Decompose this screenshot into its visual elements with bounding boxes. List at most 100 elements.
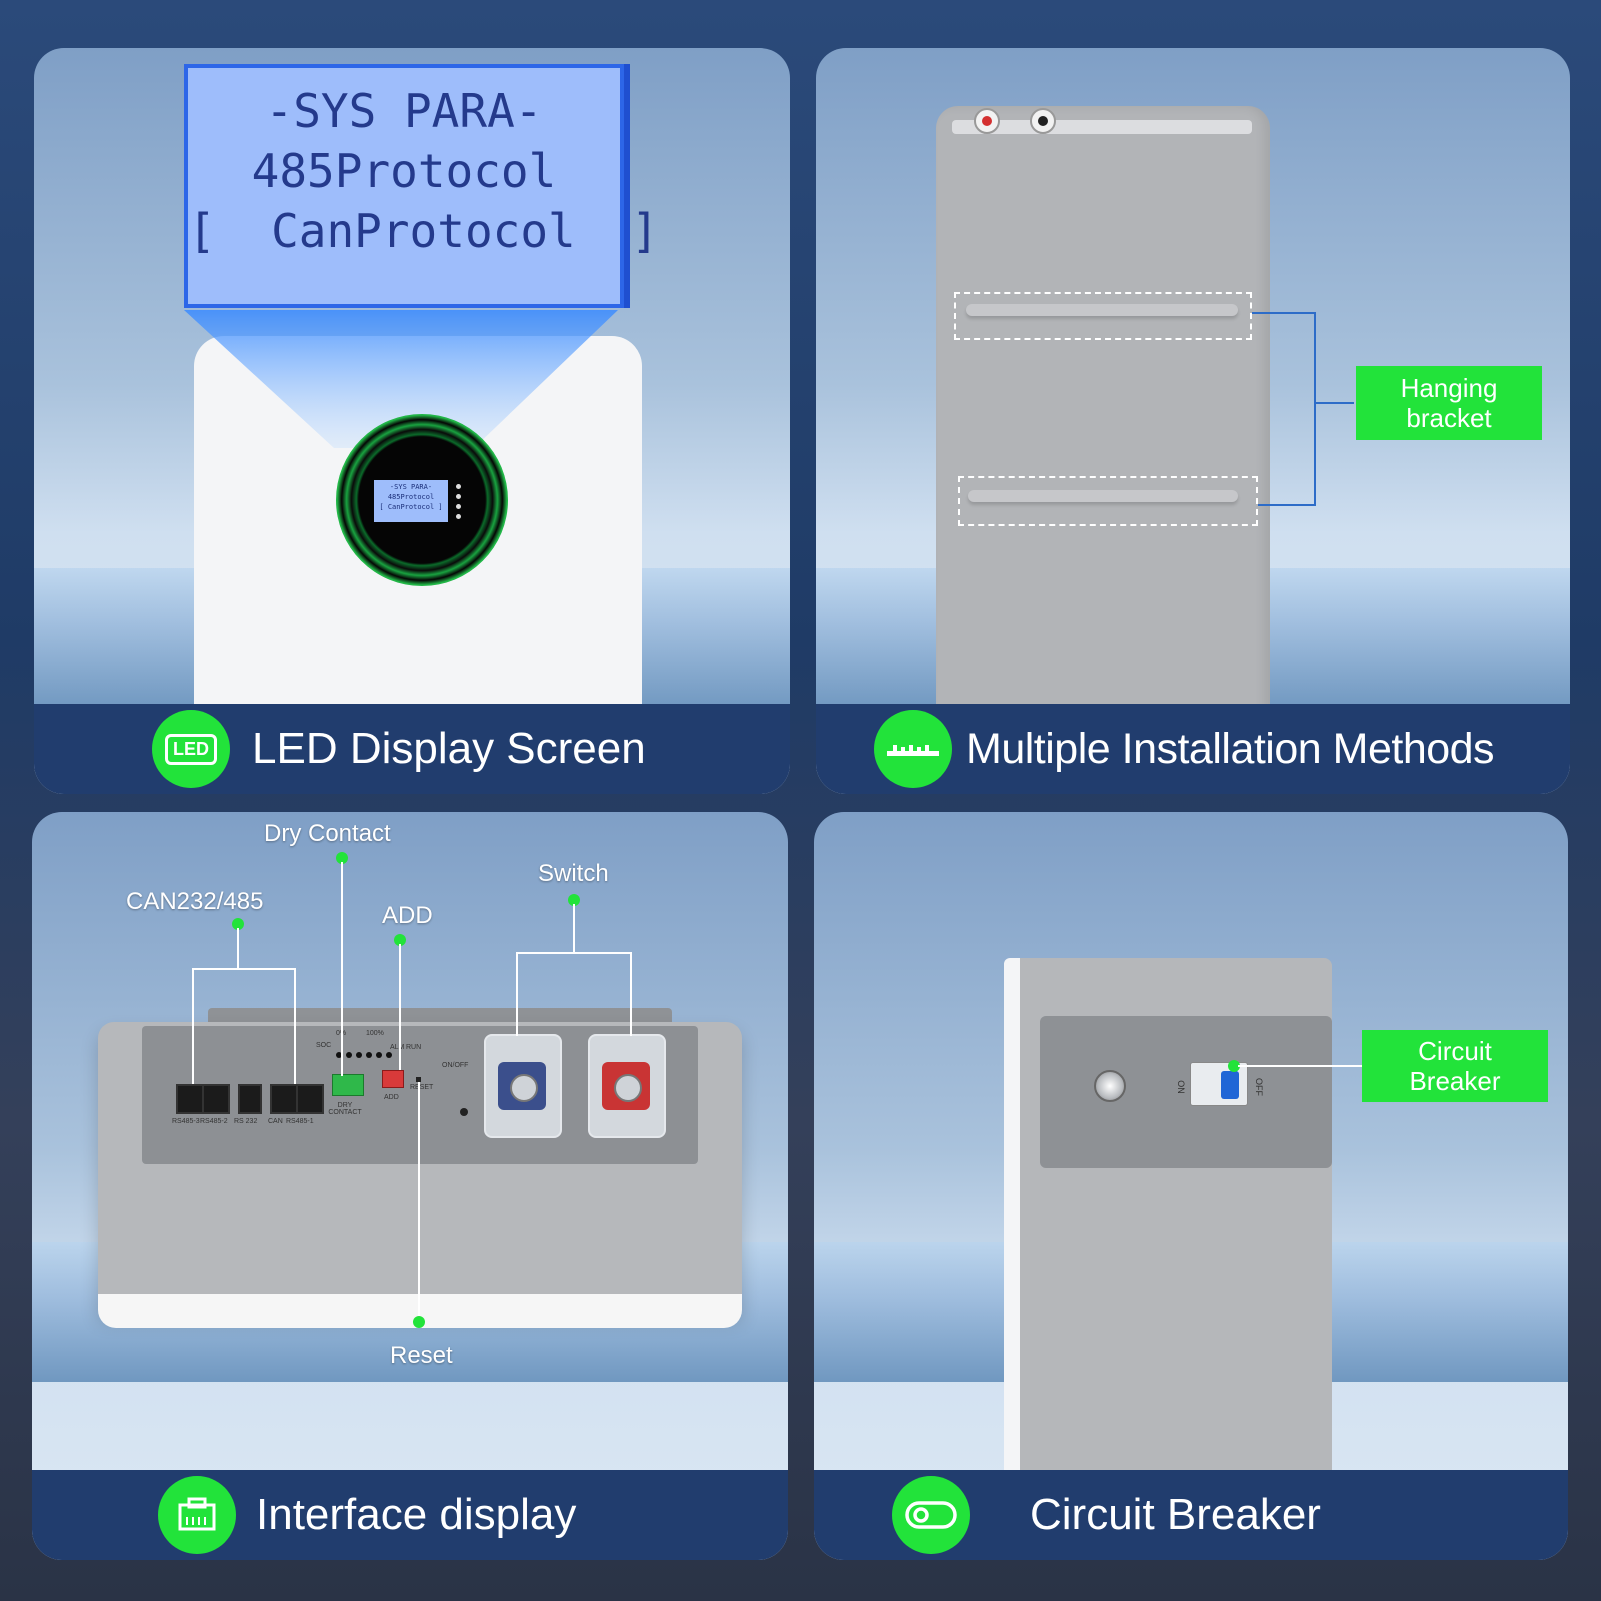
hanging-bracket-top: [966, 304, 1238, 316]
mini-lcd: -SYS PARA- 485Protocol [ CanProtocol ]: [374, 480, 448, 522]
lcd-line-1: -SYS PARA-: [265, 84, 543, 138]
soc-led-row: [336, 1052, 396, 1058]
terminal-positive: [974, 108, 1000, 134]
dot-dry-contact: [336, 852, 348, 864]
panel-circuit-breaker: ON OFF Circuit Breaker Circuit Breaker: [814, 812, 1568, 1560]
line-switch-stem: [573, 904, 575, 954]
power-button-metal: [1094, 1070, 1126, 1102]
footer-breaker: Circuit Breaker: [814, 1470, 1568, 1560]
cabinet-top-rim: [952, 120, 1252, 134]
bracket-connector-top: [1252, 312, 1316, 314]
footer-label-install: Multiple Installation Methods: [966, 724, 1495, 773]
callout-breaker-line2: Breaker: [1409, 1066, 1501, 1096]
bracket-icon: [887, 745, 939, 756]
soc-full-label: 100%: [366, 1030, 384, 1037]
alm-label: ALM: [390, 1044, 405, 1051]
callout-reset: Reset: [390, 1342, 453, 1369]
add-dip-switch: [382, 1070, 404, 1088]
port-can: [270, 1084, 298, 1114]
line-switch-right: [630, 952, 632, 1036]
line-dry-contact: [341, 862, 343, 1076]
port-rs485-2: [202, 1084, 230, 1114]
projection-beam: [184, 310, 618, 448]
line-breaker: [1238, 1065, 1362, 1067]
callout-circuit-breaker: Circuit Breaker: [1362, 1030, 1548, 1102]
bracket-connector-mid: [1314, 402, 1354, 404]
interface-badge: [158, 1476, 236, 1554]
port-rs485-3: [176, 1084, 204, 1114]
footer-label-interface: Interface display: [256, 1490, 577, 1539]
power-button: [460, 1108, 468, 1116]
bracket-connector-vertical: [1314, 312, 1316, 506]
port-rs232: [238, 1084, 262, 1114]
panel-installation: Hanging bracket Multiple Installation Me…: [816, 48, 1570, 794]
callout-switch: Switch: [538, 860, 609, 887]
breaker-on-label: ON: [1175, 1080, 1186, 1094]
panel-led-display: -SYS PARA- 485Protocol [ CanProtocol ] -…: [34, 48, 790, 794]
port-label-rs485-1: RS485-1: [286, 1118, 314, 1125]
port-rs485-1: [296, 1084, 324, 1114]
footer-interface: Interface display: [32, 1470, 788, 1560]
footer-install: Multiple Installation Methods: [816, 704, 1570, 794]
callout-hanging-bracket: Hanging bracket: [1356, 366, 1542, 440]
battery-top-rim: [208, 1008, 672, 1024]
dot-can: [232, 918, 244, 930]
hanging-bracket-bottom-outline: [958, 476, 1258, 526]
dry-contact-terminal: [332, 1074, 364, 1096]
line-can-right: [294, 968, 296, 1084]
footer-label-led: LED Display Screen: [252, 724, 646, 773]
breaker-switch: [1190, 1062, 1248, 1106]
dot-switch: [568, 894, 580, 906]
hanging-bracket-bottom: [968, 490, 1238, 502]
line-can-stem: [237, 928, 239, 970]
line-switch-left: [516, 952, 518, 1036]
ring-display: -SYS PARA- 485Protocol [ CanProtocol ]: [336, 414, 508, 586]
soc-label: SOC: [316, 1042, 332, 1049]
reset-label: RESET: [410, 1084, 434, 1091]
onoff-label: ON/OFF: [442, 1062, 469, 1069]
callout-breaker-line1: Circuit: [1418, 1036, 1492, 1066]
battery-cabinet-side: [936, 106, 1270, 722]
cabinet-white-edge: [1004, 958, 1022, 1478]
run-label: RUN: [406, 1044, 422, 1051]
led-badge: LED: [152, 710, 230, 788]
footer-label-breaker: Circuit Breaker: [1030, 1490, 1321, 1539]
port-label-rs485-3: RS485-3: [172, 1118, 200, 1125]
lcd-screen-large: -SYS PARA- 485Protocol [ CanProtocol ]: [184, 64, 659, 308]
line-switch-bar: [516, 952, 632, 954]
port-label-rs485-2: RS485-2: [200, 1118, 228, 1125]
ethernet-port-icon: [178, 1497, 216, 1531]
mini-lcd-line-2: 485Protocol: [387, 493, 435, 501]
port-label-can: CAN: [268, 1118, 283, 1125]
hanging-bracket-top-outline: [954, 292, 1252, 340]
callout-dry-contact: Dry Contact: [264, 820, 391, 847]
breaker-badge: [892, 1476, 970, 1554]
line-can-bar: [192, 968, 296, 970]
terminal-cover-positive: [588, 1034, 666, 1138]
ring-buttons: [456, 484, 472, 524]
install-badge: [874, 710, 952, 788]
line-reset: [418, 1082, 420, 1320]
callout-can: CAN232/485: [126, 888, 264, 915]
lcd-line-2: 485Protocol: [251, 144, 557, 198]
toggle-switch-icon: [905, 1501, 957, 1529]
add-label: ADD: [384, 1094, 399, 1101]
dot-add: [394, 934, 406, 946]
terminal-cover-negative: [484, 1034, 562, 1138]
dot-breaker: [1228, 1060, 1240, 1072]
lcd-line-3: [ CanProtocol ]: [188, 204, 659, 258]
mini-lcd-line-1: -SYS PARA-: [389, 483, 433, 491]
line-can-left: [192, 968, 194, 1084]
mini-lcd-line-3: [ CanProtocol ]: [379, 503, 443, 511]
breaker-recess: [1040, 1016, 1332, 1168]
panel-interface: RS485-3 RS485-2 RS 232 CAN RS485-1 DRY C…: [32, 812, 788, 1560]
line-add: [399, 944, 401, 1070]
port-label-rs232: RS 232: [234, 1118, 258, 1125]
reset-button: [416, 1077, 421, 1082]
breaker-off-label: OFF: [1254, 1078, 1264, 1096]
footer-led: LED LED Display Screen: [34, 704, 790, 794]
bracket-connector-bottom: [1258, 504, 1316, 506]
dry-contact-label: DRY CONTACT: [328, 1102, 362, 1116]
terminal-negative: [1030, 108, 1056, 134]
dot-reset: [413, 1316, 425, 1328]
